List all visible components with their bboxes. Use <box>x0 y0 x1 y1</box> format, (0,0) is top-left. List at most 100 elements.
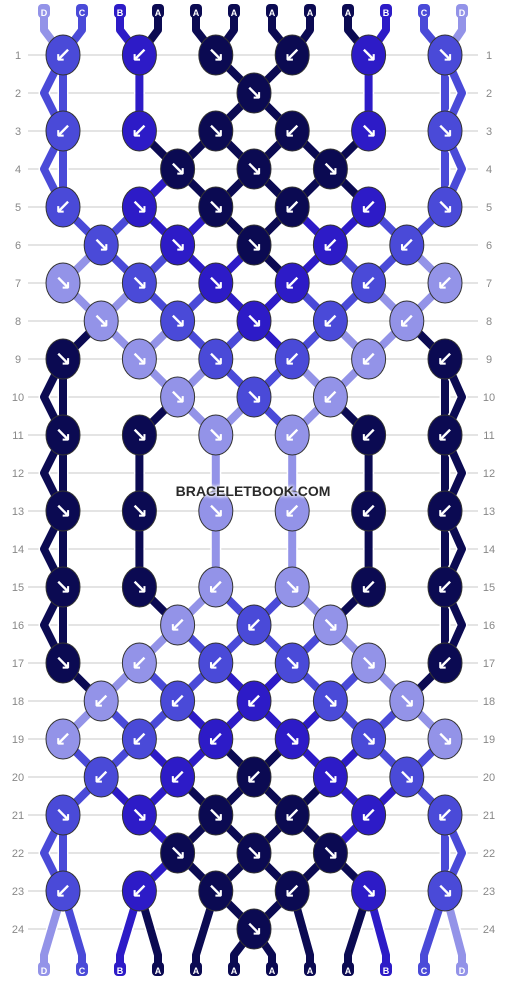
strand-label: B <box>383 966 390 976</box>
row-number-right: 12 <box>483 468 495 480</box>
row-number-left: 10 <box>12 392 24 404</box>
knot-arrow-icon: ↙ <box>284 803 301 827</box>
knot-arrow-icon: ↙ <box>322 309 339 333</box>
knot-shape <box>274 566 310 608</box>
knot-shape <box>351 186 387 228</box>
knot-arrow-icon: ↙ <box>284 347 301 371</box>
knot-shape <box>160 680 196 722</box>
knot-shape <box>45 186 81 228</box>
knot-arrow-icon: ↘ <box>437 195 454 219</box>
knot-arrow-icon: ↘ <box>131 195 148 219</box>
knot: ↙ <box>236 680 272 722</box>
knot-shape <box>274 490 310 532</box>
knot: ↘ <box>427 34 463 76</box>
knot-shape <box>121 490 157 532</box>
knot-shape <box>45 642 81 684</box>
strand-label-chip <box>380 4 392 18</box>
knot-shape <box>45 414 81 456</box>
knot-shape <box>427 718 463 760</box>
knot: ↙ <box>83 756 119 798</box>
knot: ↘ <box>198 338 234 380</box>
knot-arrow-icon: ↘ <box>360 43 377 67</box>
row-number-right: 9 <box>486 354 492 366</box>
knot-shape <box>198 490 234 532</box>
knot: ↘ <box>198 186 234 228</box>
knot: ↙ <box>45 186 81 228</box>
knot-shape <box>198 870 234 912</box>
knot: ↘ <box>198 490 234 532</box>
knot-shape <box>427 794 463 836</box>
strand-label-chip <box>190 4 202 18</box>
knot-arrow-icon: ↙ <box>437 651 454 675</box>
strand-label-chip <box>304 962 316 976</box>
strand-label-chip <box>380 962 392 976</box>
knot-shape <box>351 566 387 608</box>
knot-shape <box>312 680 348 722</box>
knot-shape <box>312 756 348 798</box>
row-number-right: 11 <box>483 430 494 442</box>
knot-arrow-icon: ↘ <box>246 385 263 409</box>
knot-shape <box>427 110 463 152</box>
knot: ↘ <box>274 718 310 760</box>
knot-shape <box>427 870 463 912</box>
row-number-right: 10 <box>483 392 495 404</box>
knot: ↙ <box>351 262 387 304</box>
knot-shape <box>160 300 196 342</box>
knot-arrow-icon: ↘ <box>284 651 301 675</box>
knot-shape <box>236 224 272 266</box>
strand-label: A <box>345 8 352 18</box>
knot: ↘ <box>312 148 348 190</box>
knot-shape <box>160 832 196 874</box>
knot-shape <box>274 262 310 304</box>
knot-arrow-icon: ↙ <box>360 575 377 599</box>
row-number-right: 14 <box>483 544 495 556</box>
knot-arrow-icon: ↙ <box>207 651 224 675</box>
knot: ↘ <box>198 870 234 912</box>
knot-shape <box>198 262 234 304</box>
knot-arrow-icon: ↘ <box>207 879 224 903</box>
knot-shape <box>312 224 348 266</box>
knot: ↙ <box>351 794 387 836</box>
knot-shape <box>274 414 310 456</box>
knot-shape <box>121 566 157 608</box>
strand-label-chip <box>266 962 278 976</box>
row-number-right: 5 <box>486 202 492 214</box>
strand-label: C <box>79 8 86 18</box>
knot: ↘ <box>121 490 157 532</box>
knot-shape <box>236 908 272 950</box>
knot-shape <box>389 756 425 798</box>
knot-arrow-icon: ↘ <box>55 423 72 447</box>
knot: ↘ <box>274 642 310 684</box>
knot-shape <box>83 224 119 266</box>
knot: ↙ <box>274 34 310 76</box>
knot-arrow-icon: ↙ <box>437 803 454 827</box>
knot: ↙ <box>427 414 463 456</box>
strand-label-chip <box>76 962 88 976</box>
knot: ↙ <box>274 338 310 380</box>
strand-label-chip <box>38 962 50 976</box>
knot-arrow-icon: ↘ <box>131 423 148 447</box>
knot: ↘ <box>83 224 119 266</box>
knot-arrow-icon: ↙ <box>93 689 110 713</box>
knot-shape <box>312 376 348 418</box>
knot-arrow-icon: ↘ <box>131 271 148 295</box>
knot-arrow-icon: ↙ <box>284 271 301 295</box>
knot-arrow-icon: ↘ <box>169 385 186 409</box>
row-number-left: 9 <box>15 354 21 366</box>
knot-arrow-icon: ↘ <box>284 575 301 599</box>
knot-arrow-icon: ↙ <box>246 613 263 637</box>
knot: ↘ <box>427 718 463 760</box>
knot-arrow-icon: ↙ <box>360 271 377 295</box>
knot: ↙ <box>121 870 157 912</box>
knot-shape <box>198 642 234 684</box>
knot-shape <box>274 338 310 380</box>
knot: ↘ <box>121 414 157 456</box>
knot: ↘ <box>236 72 272 114</box>
knot: ↘ <box>351 34 387 76</box>
knot-arrow-icon: ↙ <box>360 499 377 523</box>
knot: ↙ <box>427 262 463 304</box>
knot-arrow-icon: ↘ <box>284 727 301 751</box>
knot-arrow-icon: ↘ <box>437 119 454 143</box>
